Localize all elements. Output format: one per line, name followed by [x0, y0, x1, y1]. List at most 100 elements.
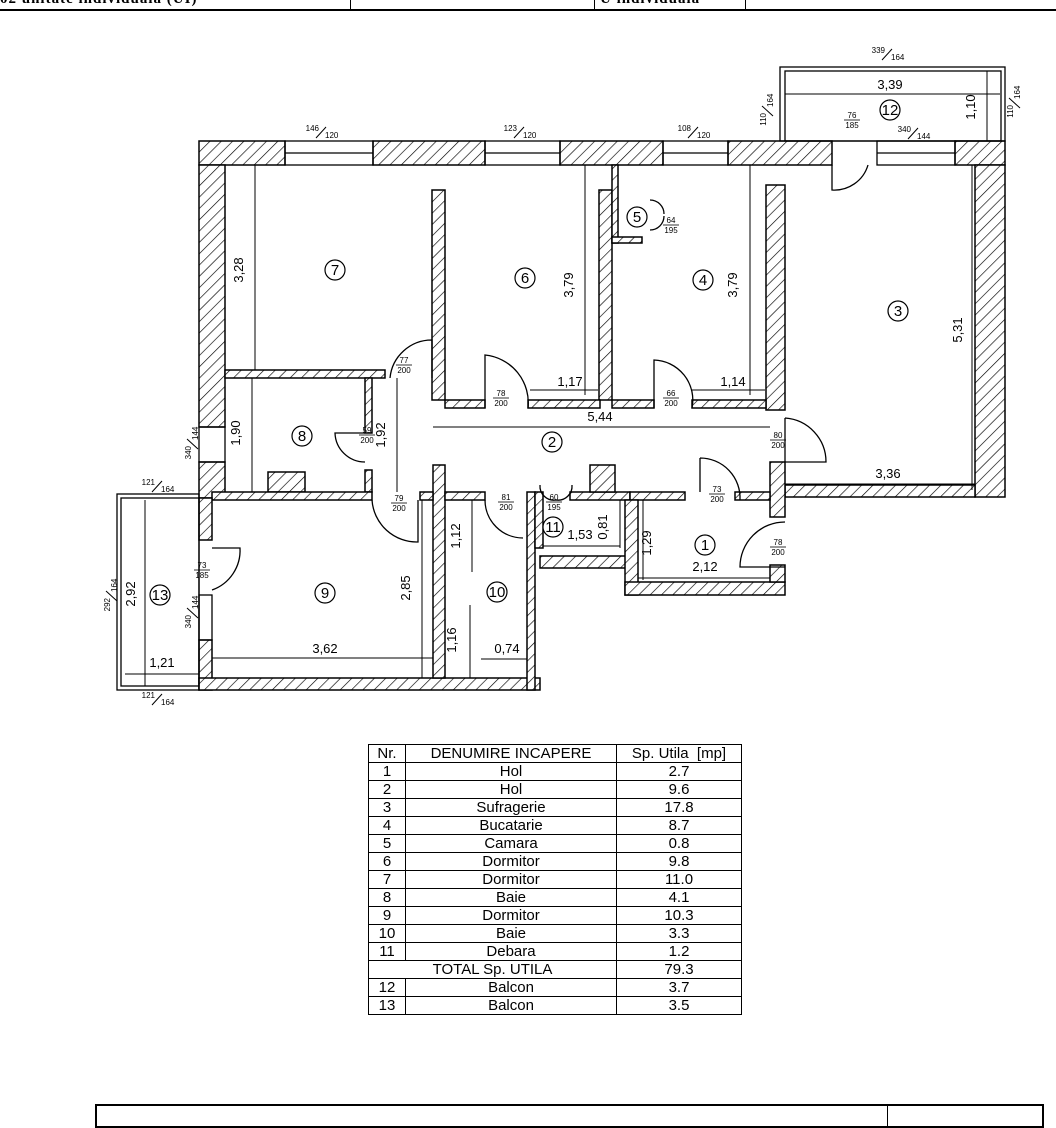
opening-height: 200: [710, 495, 724, 504]
dimension-label: 1,53: [567, 527, 592, 542]
opening-width: 339: [872, 46, 886, 55]
room-circle: [291, 425, 313, 447]
opening-height: 164: [110, 578, 119, 592]
cell-nr: 8: [368, 888, 406, 907]
dimension-label: 2,85: [398, 575, 413, 600]
cell-nr: 4: [368, 816, 406, 835]
room-marker: 9: [314, 582, 336, 604]
opening-width: 60: [550, 493, 559, 502]
cell-area: 9.8: [616, 852, 742, 871]
room-marker: 5: [626, 206, 648, 228]
room-number: 1: [701, 537, 709, 554]
opening-size-label: 121 164: [142, 691, 175, 707]
dimension-label: 3,36: [875, 466, 900, 481]
opening-height: 164: [891, 53, 905, 62]
cell-area: 3.5: [616, 996, 742, 1015]
opening-width: 59: [363, 426, 372, 435]
opening-width: 340: [184, 614, 193, 628]
room-circle: [692, 269, 714, 291]
cell-area: 8.7: [616, 816, 742, 835]
opening-width: 81: [502, 493, 511, 502]
dimension-label: 3,39: [877, 77, 902, 92]
cell-room-name: Camara: [405, 834, 617, 853]
cell-nr: 6: [368, 852, 406, 871]
divider: [745, 0, 746, 9]
room-marker: 10: [486, 581, 508, 603]
cell-area: 0.8: [616, 834, 742, 853]
cell-room-name: Hol: [405, 780, 617, 799]
dimension-label: 0,81: [595, 514, 610, 539]
opening-height: 120: [697, 131, 711, 140]
opening-height: 200: [494, 399, 508, 408]
cell-room-name: Baie: [405, 924, 617, 943]
room-marker: 12: [879, 99, 901, 121]
room-number: 9: [321, 585, 329, 602]
room-number: 8: [298, 428, 306, 445]
opening-width: 121: [142, 691, 156, 700]
dimension-label: 2,12: [692, 559, 717, 574]
cell-area: 17.8: [616, 798, 742, 817]
opening-height: 195: [547, 503, 561, 512]
opening-width: 123: [504, 124, 518, 133]
cell-nr: 13: [368, 996, 406, 1015]
opening-height: 185: [195, 571, 209, 580]
room-circle: [486, 581, 508, 603]
opening-size-label: 339 164: [872, 46, 905, 62]
room-circle: [879, 99, 901, 121]
dimension-label: 1,29: [639, 530, 654, 555]
cell-room-name: Dormitor: [405, 852, 617, 871]
room-number: 11: [545, 519, 561, 536]
cell-area: 10.3: [616, 906, 742, 925]
opening-height: 200: [664, 399, 678, 408]
divider: [594, 0, 595, 9]
header-area: Sp. Utila [mp]: [616, 744, 742, 763]
dimension-label: 1,90: [228, 420, 243, 445]
opening-height: 144: [191, 426, 200, 440]
divider: [887, 1106, 888, 1126]
dimension-label: 3,79: [725, 272, 740, 297]
cell-nr: 1: [368, 762, 406, 781]
header-nr: Nr.: [368, 744, 406, 763]
cell-area: 3.3: [616, 924, 742, 943]
cell-room-name: Baie: [405, 888, 617, 907]
cell-room-name: Hol: [405, 762, 617, 781]
opening-width: 78: [774, 538, 783, 547]
room-number: 10: [489, 584, 506, 601]
cell-room-name: Balcon: [405, 978, 617, 997]
header-room-name: DENUMIRE INCAPERE: [405, 744, 617, 763]
cell-area: 4.1: [616, 888, 742, 907]
opening-height: 144: [191, 595, 200, 609]
cell-room-name: Debara: [405, 942, 617, 961]
cell-nr: 7: [368, 870, 406, 889]
cell-room-name: Bucatarie: [405, 816, 617, 835]
dimension-label: 3,79: [561, 272, 576, 297]
cell-nr: 2: [368, 780, 406, 799]
opening-height: 164: [161, 698, 175, 707]
cell-nr: 10: [368, 924, 406, 943]
opening-height: 164: [161, 485, 175, 494]
room-number: 5: [633, 209, 641, 226]
cell-nr: 5: [368, 834, 406, 853]
header-left-text: 02 unitate individuala (UI): [0, 0, 197, 8]
cell-area: 2.7: [616, 762, 742, 781]
dimension-label: 3,28: [231, 257, 246, 282]
table-header-row: Nr. DENUMIRE INCAPERE Sp. Utila [mp]: [368, 744, 742, 763]
opening-height: 144: [917, 132, 931, 141]
opening-height: 200: [771, 441, 785, 450]
